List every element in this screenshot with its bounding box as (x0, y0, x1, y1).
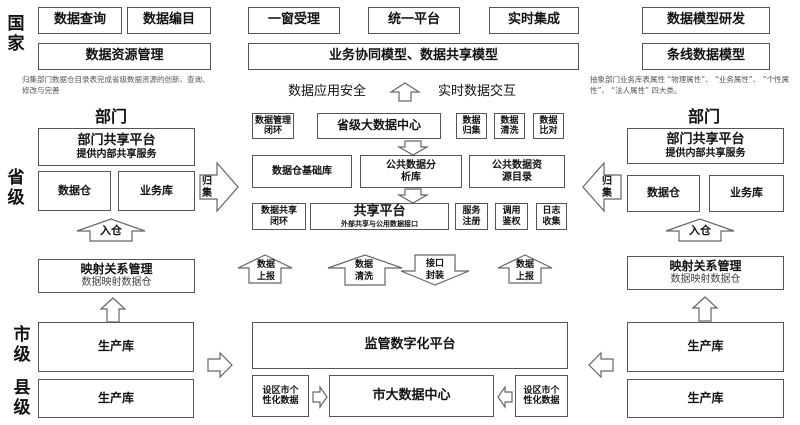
share-platform-box: 共享平台 外部共享与公用数据接口 (310, 203, 449, 230)
report-right-label: 数据上报 (515, 260, 534, 282)
unified-platform-box: 统一平台 (368, 7, 460, 34)
data-query-box: 数据查询 (38, 7, 122, 34)
data-security-label: 数据应用安全 (288, 84, 367, 99)
level-label-city: 市级 (13, 325, 31, 365)
clean-up-arrow-icon (327, 254, 403, 286)
into-warehouse-left-arrow-icon (76, 218, 146, 242)
data-collect-box: 数据归集 (456, 113, 487, 139)
left-into-warehouse-label: 入仓 (100, 224, 122, 237)
county-right-production-db-box: 生产库 (627, 379, 784, 418)
interface-pack-label: 接口封装 (425, 259, 444, 281)
realtime-exchange-label: 实时数据交互 (438, 84, 517, 99)
data-catalog-box: 数据编目 (127, 7, 211, 34)
data-resource-mgmt-box: 数据资源管理 (38, 43, 211, 70)
right-collect-label: 归集 (602, 176, 612, 199)
cleaning-label: 数据清洗 (354, 260, 373, 282)
right-dept-title: 部门 (688, 107, 721, 126)
log-collect-box: 日志收集 (536, 203, 567, 230)
provincial-big-data-center-box: 省级大数据中心 (317, 113, 441, 139)
right-into-warehouse-label: 入仓 (689, 224, 711, 237)
level-label-national: 国家 (7, 14, 25, 54)
right-dept-platform-box: 部门共享平台 提供内部共享服务 (627, 128, 784, 164)
collect-right-arrow-icon (199, 161, 239, 213)
left-business-db-box: 业务库 (118, 171, 195, 211)
city-right-arrow-icon (207, 351, 233, 379)
public-analysis-box: 公共数据分析库 (360, 155, 462, 188)
interface-down-arrow-icon (400, 254, 470, 286)
down-arrow-icon-2 (396, 188, 430, 204)
national-left-note: 归集部门数据仓目录表完成省级数据资源的创新、查询、修改与完善 (22, 75, 210, 95)
service-register-box: 服务注册 (455, 203, 488, 230)
right-personalized-data-box: 设区市个性化数据 (515, 375, 568, 417)
city-big-data-center-box: 市大数据中心 (329, 375, 494, 417)
level-label-county: 县级 (13, 378, 31, 418)
report-up-arrow-right-icon (497, 254, 553, 284)
report-up-arrow-left-icon (237, 254, 293, 284)
right-mapping-box: 映射关系管理 数据映射数据仓 (627, 256, 784, 290)
right-business-db-box: 业务库 (709, 175, 784, 212)
county-left-production-db-box: 生产库 (38, 379, 194, 418)
city-left-production-db-box: 生产库 (38, 322, 194, 372)
up-arrow-icon (388, 82, 422, 102)
city-left-arrow-icon (588, 351, 614, 379)
mgmt-loop-box: 数据管理闭环 (252, 113, 294, 139)
line-model-box: 条线数据模型 (642, 43, 770, 70)
collect-left-arrow-icon (582, 161, 622, 213)
right-warehouse-box: 数据仓 (627, 175, 700, 212)
right-mapping-up-arrow-icon (691, 296, 719, 322)
left-collect-label: 归集 (202, 176, 212, 199)
one-window-box: 一窗受理 (248, 7, 340, 34)
left-dept-title: 部门 (95, 107, 128, 126)
personal-left-arrow-icon (497, 385, 513, 409)
down-arrow-icon-1 (396, 140, 430, 156)
call-auth-box: 调用鉴权 (495, 203, 528, 230)
model-dev-box: 数据模型研发 (642, 7, 770, 34)
level-label-province: 省级 (7, 168, 25, 208)
city-right-production-db-box: 生产库 (627, 322, 784, 372)
left-mapping-up-arrow-icon (99, 297, 127, 323)
left-dept-platform-box: 部门共享平台 提供内部共享服务 (38, 128, 195, 166)
realtime-integration-box: 实时集成 (489, 7, 579, 34)
supervision-platform-box: 监管数字化平台 (252, 322, 568, 369)
data-compare-box: 数据比对 (533, 113, 564, 139)
share-loop-box: 数据共享闭环 (252, 203, 306, 230)
left-personalized-data-box: 设区市个性化数据 (252, 375, 309, 417)
warehouse-base-box: 数据仓基础库 (252, 155, 352, 188)
national-right-note: 抽象部门业务库表属性 “物理属性”、 “业务属性”、 “个性属性”、 “法人属性… (590, 75, 790, 95)
public-catalog-box: 公共数据资源目录 (469, 155, 565, 188)
personal-right-arrow-icon (312, 385, 328, 409)
data-clean-box: 数据清洗 (494, 113, 525, 139)
into-warehouse-right-arrow-icon (665, 218, 735, 242)
left-mapping-box: 映射关系管理 数据映射数据仓 (38, 259, 195, 293)
collab-models-box: 业务协同模型、数据共享模型 (248, 43, 579, 70)
left-warehouse-box: 数据仓 (38, 171, 111, 211)
report-left-label: 数据上报 (256, 260, 275, 282)
